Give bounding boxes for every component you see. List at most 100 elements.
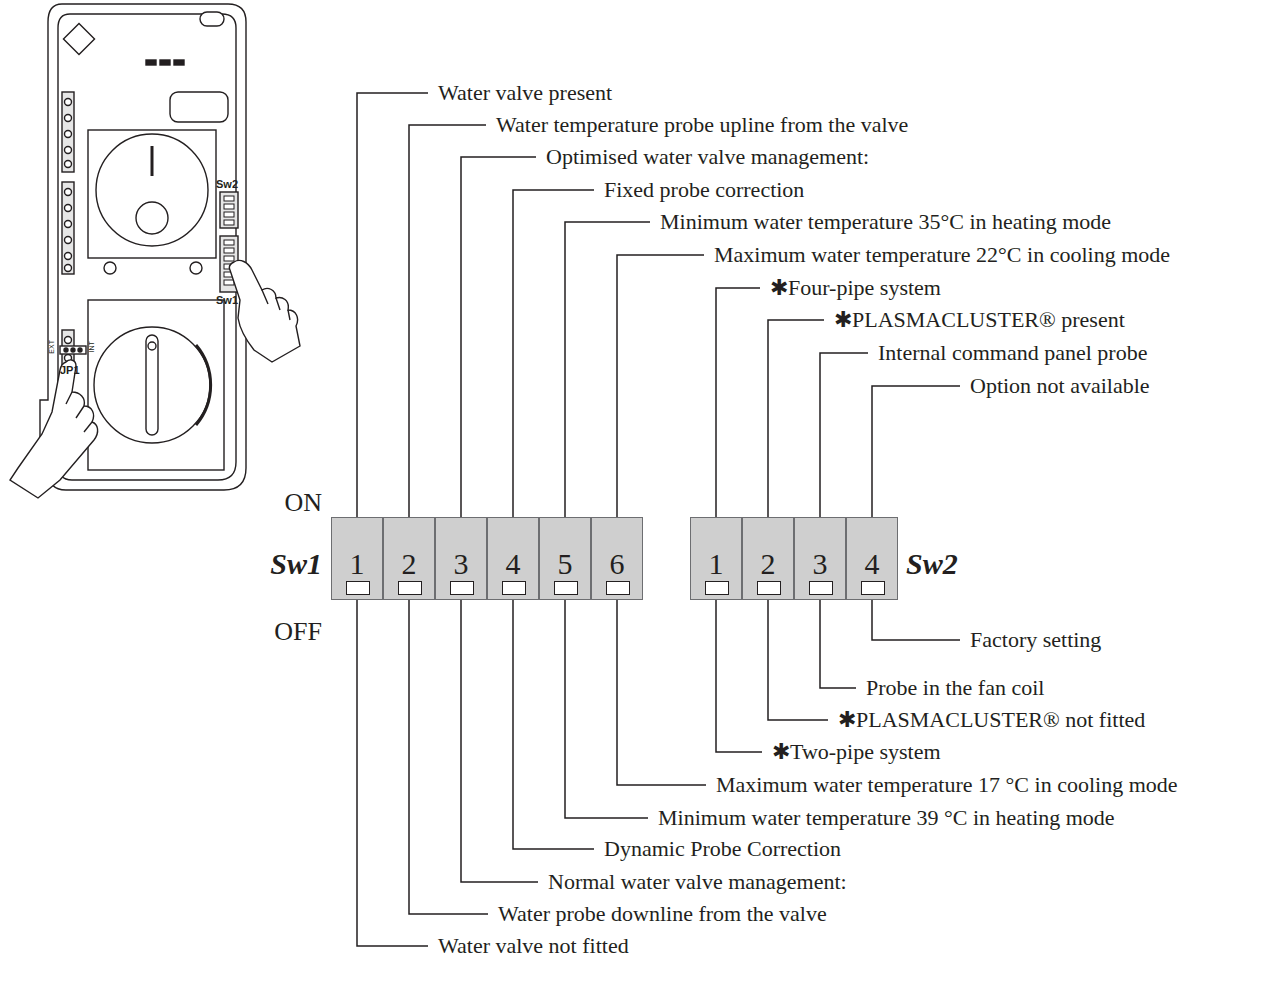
leader-line [357,93,428,517]
switch-number: 1 [691,518,741,579]
jumper-label: JP1 [60,364,80,376]
setting-label: Option not available [970,374,1150,398]
dial-arc [196,345,211,425]
dip-switch: 4 [846,517,898,600]
setting-label: ✱PLASMACLUSTER® present [834,308,1125,332]
switch-number: 2 [743,518,793,579]
leader-line [513,600,594,849]
dial-knob [136,202,168,234]
setting-label: Normal water valve management: [548,870,847,894]
leader-line [565,222,650,517]
dip-switch: 3 [794,517,846,600]
setting-label: Minimum water temperature 35°C in heatin… [660,210,1111,234]
fixing-hole [190,262,202,274]
dip-switch: 2 [742,517,794,600]
hand [229,260,300,362]
dial-panel [88,300,224,470]
setting-label: Water valve not fitted [438,934,629,958]
led [146,60,156,65]
leader-line [872,600,960,640]
jumper-position: INT [88,341,96,352]
setting-label: Maximum water temperature 17 °C in cooli… [716,773,1178,797]
state-label: ON [284,489,322,518]
leader-line [409,600,488,914]
switch-slider [606,581,630,595]
jumper-pin [64,348,68,352]
switch-slider [346,581,370,595]
setting-label: ✱Two-pipe system [772,740,941,764]
jumper [60,346,86,354]
led [160,60,170,65]
setting-label: Dynamic Probe Correction [604,837,841,861]
setting-label: Minimum water temperature 39 °C in heati… [658,806,1115,830]
leader-line [513,190,594,517]
leader-line [716,600,762,752]
dip-switch-small [220,192,238,228]
jumper-pin [71,348,75,352]
switch-number: 3 [795,518,845,579]
setting-label: Probe in the fan coil [866,676,1044,700]
dip-switch: 5 [539,517,591,600]
diamond-mark [63,23,94,54]
leader-line [820,353,868,517]
display-window [170,92,228,122]
setting-label: Internal command panel probe [878,341,1147,365]
terminal-screws [65,99,72,362]
dial-pointer [146,335,158,435]
switch-slider [450,581,474,595]
setpoint-dial [96,134,208,246]
switch-slider [398,581,422,595]
board-label: Sw1 [216,294,238,306]
pointing-hands [10,260,300,498]
state-label: OFF [274,618,322,647]
dial-mark [151,146,154,176]
jumper-position: EXT [48,340,56,354]
switch-number: 4 [488,518,538,579]
switch-name: Sw1 [270,547,322,580]
switch-slider [861,581,885,595]
switch-name: Sw2 [906,547,958,580]
slot [200,12,224,26]
leader-line [716,288,760,517]
fixing-hole [104,262,116,274]
dial-panel [88,130,216,258]
switch-number: 2 [384,518,434,579]
leader-line [461,600,538,882]
dip-switch: 4 [487,517,539,600]
switch-number: 4 [847,518,897,579]
switch-slider [757,581,781,595]
leader-line [461,157,536,517]
led [174,60,184,65]
dip-switch: 6 [591,517,643,600]
leader-line [409,125,486,517]
dip-switch: 1 [690,517,742,600]
setting-label: Fixed probe correction [604,178,804,202]
leader-line [872,386,960,517]
dial-pointer-dot [148,342,156,350]
leader-line [617,255,704,517]
dip-switch: 1 [331,517,383,600]
setting-label: Factory setting [970,628,1101,652]
hand-crease [66,392,92,432]
jumper-pin [78,348,82,352]
switch-number: 1 [332,518,382,579]
terminal-block [62,92,74,172]
leader-line [820,600,856,688]
terminal-block [62,182,74,274]
dip-switch: 2 [383,517,435,600]
setting-label: Water valve present [438,81,612,105]
setting-label: Optimised water valve management: [546,145,869,169]
setting-label: ✱PLASMACLUSTER® not fitted [838,708,1145,732]
switch-slider [705,581,729,595]
leader-line [357,600,428,946]
setting-label: Water temperature probe upline from the … [496,113,908,137]
switch-number: 3 [436,518,486,579]
switch-slider [554,581,578,595]
switch-number: 5 [540,518,590,579]
board-label: Sw2 [216,178,238,190]
switch-slider [809,581,833,595]
hand [10,360,98,498]
switch-slider [502,581,526,595]
switch-number: 6 [592,518,642,579]
